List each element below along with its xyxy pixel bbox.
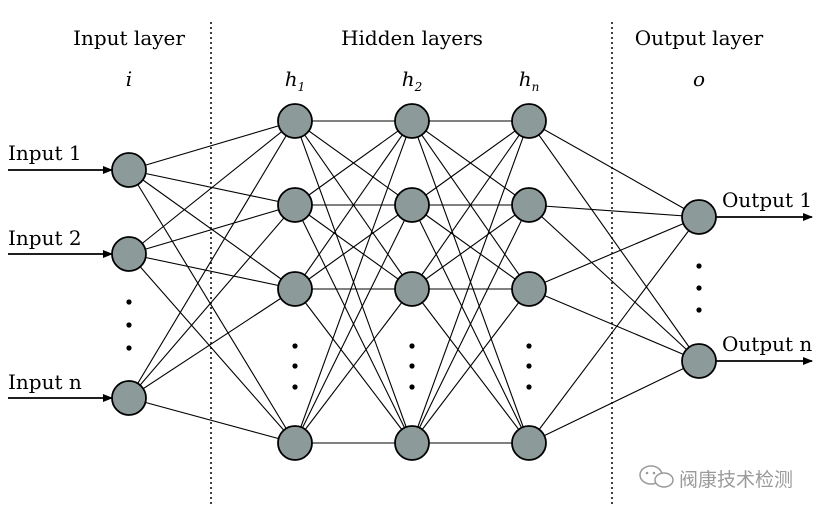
output-label-1: Output 1	[722, 188, 812, 212]
symbol-hn: hn	[519, 67, 540, 94]
connection-input-3-h1-2	[128, 204, 296, 399]
node-hn-3	[511, 271, 547, 307]
header-input-layer: Input layer	[73, 26, 185, 50]
output-label-n: Output n	[722, 332, 812, 356]
connection-input-2-h1-3	[128, 253, 296, 290]
input-label-n: Input n	[8, 370, 82, 394]
connection-h1-2-h2-1	[294, 120, 413, 206]
connection-hn-4-output-1	[528, 216, 700, 444]
connection-h1-4-h2-3	[294, 288, 413, 444]
connection-h1-3-h2-1	[294, 120, 413, 290]
symbol-h1-sub: 1	[298, 80, 306, 94]
connection-input-2-h1-2	[128, 204, 296, 255]
watermark-icon	[639, 465, 674, 488]
connection-input-3-h1-4	[128, 397, 296, 444]
ellipsis-dot-input-1	[126, 299, 132, 305]
ellipsis-dot-output-2	[696, 285, 702, 291]
connection-input-1-h1-1	[128, 120, 296, 171]
node-h1-3	[277, 271, 313, 307]
connection-input-3-h1-1	[128, 120, 296, 399]
ellipsis-dot-output-3	[696, 307, 702, 313]
connection-h2-3-hn-1	[411, 120, 530, 290]
node-hn-4	[511, 425, 547, 461]
connection-h1-4-h2-2	[294, 204, 413, 444]
ellipsis-dot-hn-2	[526, 363, 532, 369]
symbol-hn-base: h	[519, 67, 532, 91]
watermark: 阀康技术检测	[639, 465, 793, 491]
symbol-h1-base: h	[285, 67, 298, 91]
connections	[128, 120, 700, 444]
node-hn-1	[511, 103, 547, 139]
symbol-input: i	[126, 67, 132, 91]
node-input-3	[111, 380, 147, 416]
connection-h2-4-hn-3	[411, 288, 530, 444]
symbol-h2-sub: 2	[414, 80, 423, 94]
connection-h1-3-h2-2	[294, 204, 413, 290]
node-hn-2	[511, 187, 547, 223]
connection-hn-2-output-1	[528, 204, 700, 218]
ellipsis-dot-h1-3	[292, 384, 298, 390]
ellipsis-dot-input-3	[126, 345, 132, 351]
connection-h2-3-hn-2	[411, 204, 530, 290]
node-input-1	[111, 152, 147, 188]
node-output-2	[681, 343, 717, 379]
symbol-h2-base: h	[402, 67, 415, 91]
header-output-layer: Output layer	[635, 26, 764, 50]
watermark-text: 阀康技术检测	[679, 469, 793, 491]
node-input-2	[111, 236, 147, 272]
connection-input-2-h1-1	[128, 120, 296, 255]
node-output-1	[681, 199, 717, 235]
connection-hn-3-output-1	[528, 216, 700, 290]
connection-h2-2-hn-1	[411, 120, 530, 206]
connection-input-3-h1-3	[128, 288, 296, 399]
connection-h2-4-hn-2	[411, 204, 530, 444]
ellipsis-dot-hn-3	[526, 384, 532, 390]
connection-input-2-h1-4	[128, 253, 296, 444]
connection-hn-3-output-2	[528, 288, 700, 362]
ellipsis-dot-output-1	[696, 263, 702, 269]
symbol-output: o	[693, 67, 705, 91]
node-h2-1	[394, 103, 430, 139]
connection-input-1-h1-4	[128, 169, 296, 444]
connection-hn-1-output-2	[528, 120, 700, 362]
ellipsis-dot-h1-2	[292, 363, 298, 369]
connection-hn-4-output-2	[528, 360, 700, 444]
ellipsis-dot-h2-3	[409, 384, 415, 390]
connection-h2-4-hn-1	[411, 120, 530, 444]
header-hidden-layers: Hidden layers	[341, 26, 483, 50]
connection-hn-2-output-2	[528, 204, 700, 362]
connection-hn-1-output-1	[528, 120, 700, 218]
ellipsis-dot-input-2	[126, 322, 132, 328]
symbol-h2: h2	[402, 67, 423, 94]
input-label-2: Input 2	[8, 226, 82, 250]
ellipsis-dot-hn-1	[526, 343, 532, 349]
ellipsis-dot-h2-2	[409, 363, 415, 369]
symbol-hn-sub: n	[532, 80, 540, 94]
node-h2-3	[394, 271, 430, 307]
node-h1-2	[277, 187, 313, 223]
ellipsis-dots	[126, 263, 702, 390]
node-h2-4	[394, 425, 430, 461]
ellipsis-dot-h1-1	[292, 343, 298, 349]
input-arrows	[8, 166, 113, 402]
input-label-1: Input 1	[8, 141, 82, 165]
node-h1-4	[277, 425, 313, 461]
nodes	[111, 103, 717, 461]
output-arrows	[716, 213, 813, 365]
node-h1-1	[277, 103, 313, 139]
symbol-h1: h1	[285, 67, 306, 94]
node-h2-2	[394, 187, 430, 223]
connection-h1-4-h2-1	[294, 120, 413, 444]
ellipsis-dot-h2-1	[409, 343, 415, 349]
